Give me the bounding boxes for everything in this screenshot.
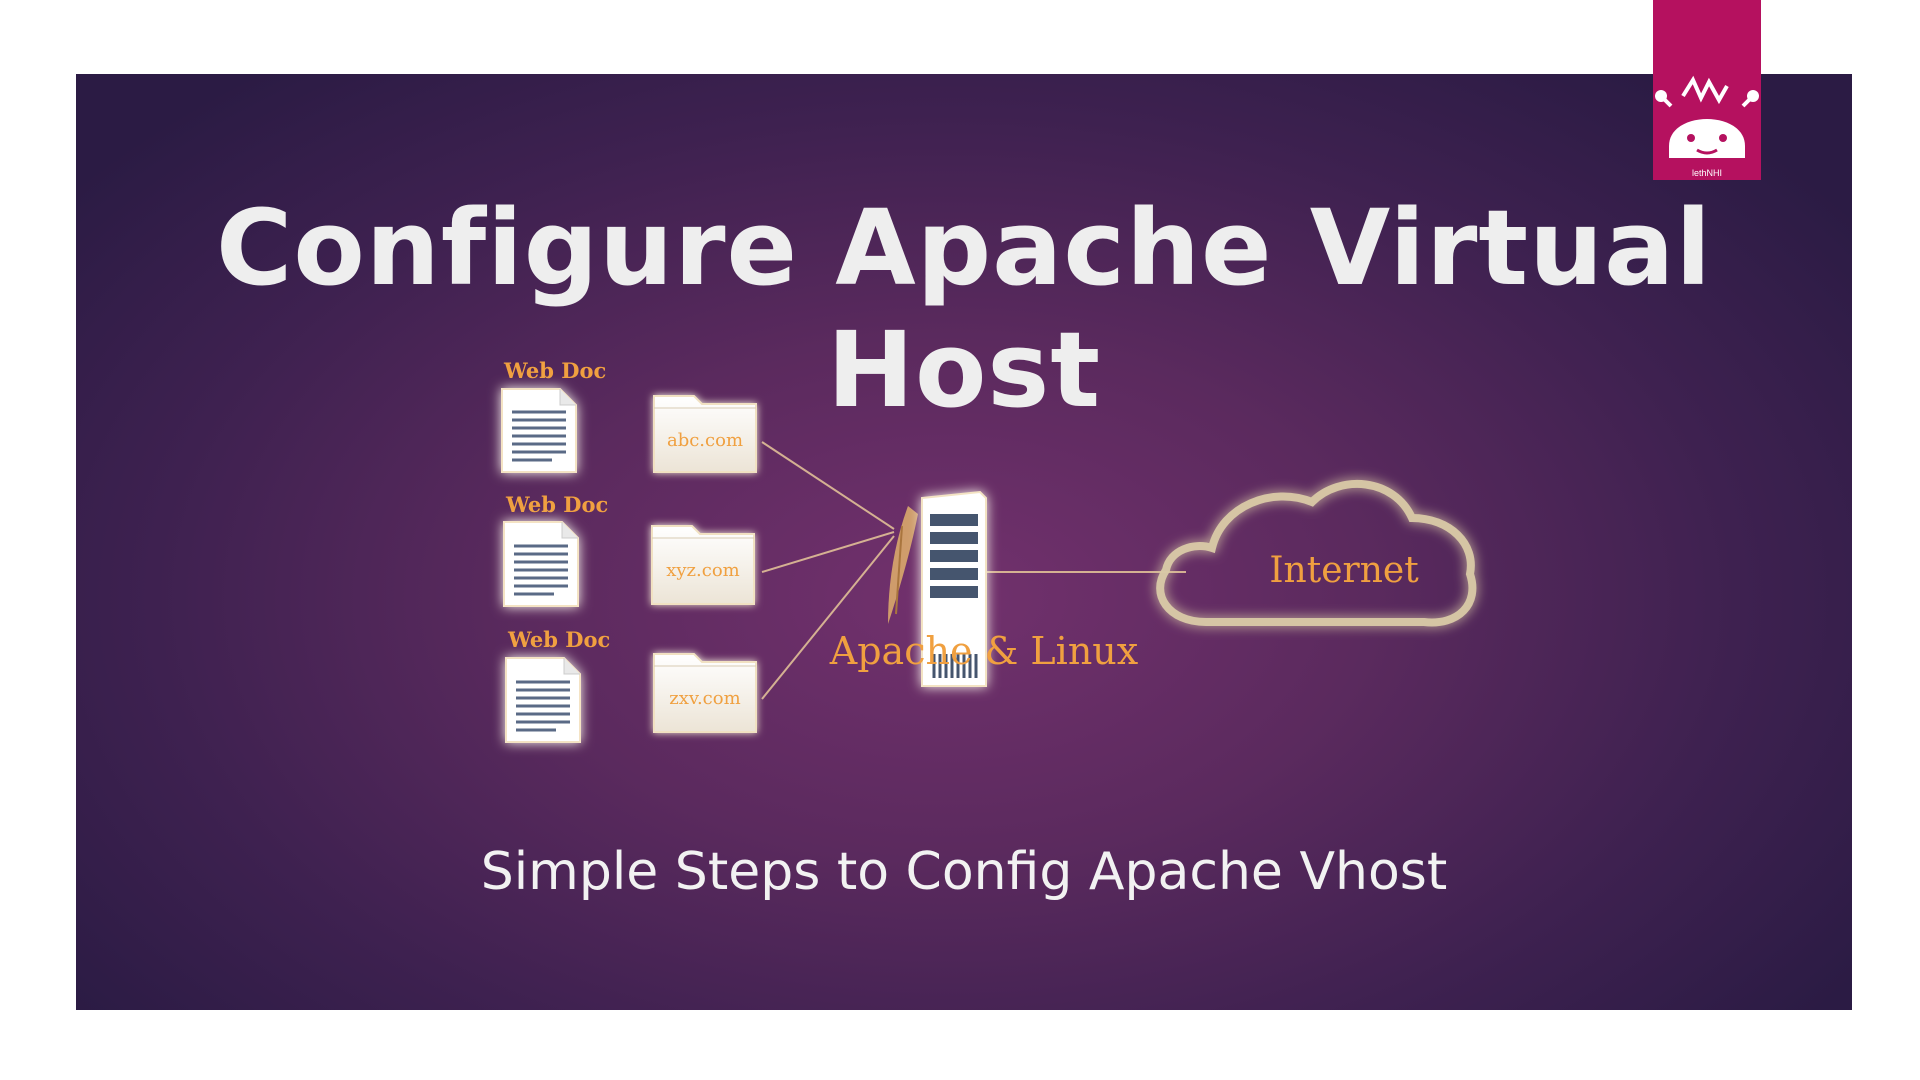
folder-label: zxv.com [669,688,740,709]
connector-lines [761,441,1186,700]
feather-icon [888,506,918,624]
robot-mascot-icon: lethNHI [1655,75,1759,178]
channel-logo: lethNHI [1653,0,1761,180]
server-icon [921,490,987,687]
slide-subtitle: Simple Steps to Config Apache Vhost [480,842,1448,902]
slide-background: Web Doc Web Doc [76,74,1852,1010]
slide-title: Configure Apache Virtual Host [216,187,1712,431]
web-doc-label: Web Doc [503,358,606,383]
web-doc-1: Web Doc [501,358,606,473]
folder-icon [651,525,755,605]
web-doc-2: Web Doc [503,492,608,607]
folder-label: abc.com [667,430,743,451]
folder-abc: abc.com [653,395,757,473]
network-diagram: Web Doc Web Doc [501,358,1477,743]
folder-xyz: xyz.com [651,525,755,605]
internet-cloud: Internet [1156,479,1477,627]
cloud-label: Internet [1269,550,1419,591]
folder-icon [653,653,757,733]
document-icon [505,657,581,743]
document-icon [501,388,577,473]
server-label: Apache & Linux [829,629,1138,673]
document-icon [503,521,579,607]
web-doc-3: Web Doc [505,627,610,743]
folder-icon [653,395,757,473]
logo-caption: lethNHI [1692,168,1722,178]
web-doc-label: Web Doc [505,492,608,517]
cloud-icon [1156,479,1477,627]
folder-zxv: zxv.com [653,653,757,733]
web-doc-label: Web Doc [507,627,610,652]
apache-server: Apache & Linux [829,490,1138,687]
folder-label: xyz.com [666,560,740,581]
